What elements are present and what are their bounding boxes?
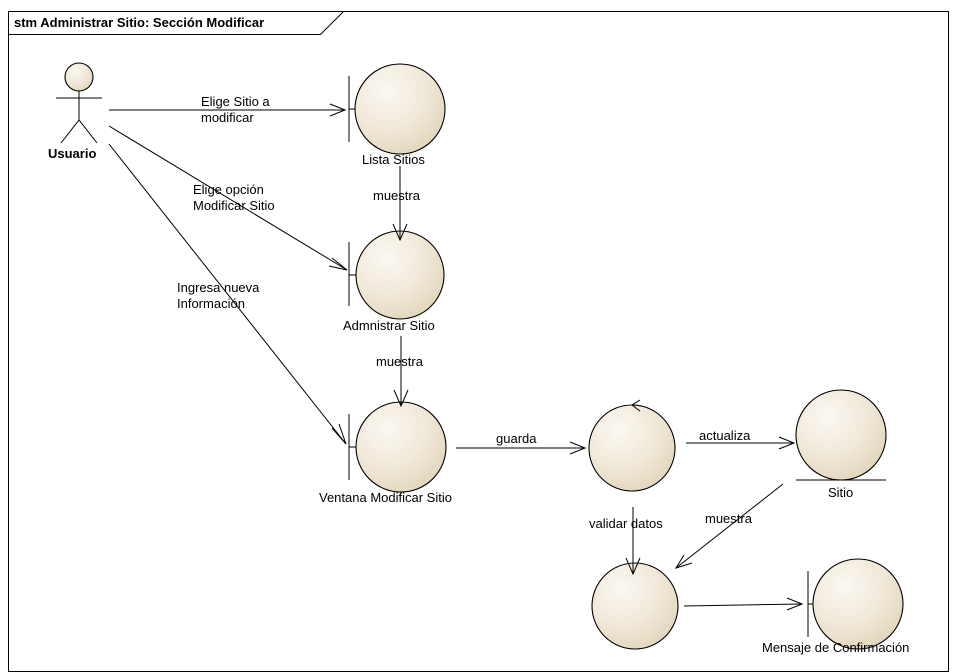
edge-muestra-2-label: muestra [376, 354, 424, 369]
control-guarda[interactable] [588, 399, 676, 492]
edge-validar-datos [625, 507, 641, 576]
actor-right-leg [78, 119, 98, 144]
lista-sitios-label: Lista Sitios [362, 152, 425, 167]
edge-guarda-label: guarda [496, 431, 537, 446]
actor-usuario[interactable] [56, 62, 102, 144]
entity-sitio[interactable] [795, 389, 887, 481]
actor-left-leg [60, 119, 80, 144]
diagram-frame [8, 11, 949, 672]
control-arrow-head [631, 399, 641, 412]
edge-muestra-3 [674, 483, 784, 569]
edge-elige-sitio-label-2: modificar [201, 110, 254, 125]
boundary-mensaje-confirmacion[interactable] [807, 558, 904, 650]
edge-elige-opcion [108, 125, 348, 271]
actor-head [64, 62, 94, 92]
edge-muestra-1 [392, 166, 408, 242]
edge-elige-sitio [109, 103, 347, 117]
boundary-lista-sitios[interactable] [348, 63, 446, 155]
edge-muestra-2 [393, 336, 409, 408]
edge-muestra-3-label: muestra [705, 511, 753, 526]
sitio-label: Sitio [828, 485, 853, 500]
edge-to-mensaje [683, 597, 804, 611]
edge-elige-sitio-label-1: Elige Sitio a [201, 94, 270, 109]
edge-elige-opcion-label-1: Elige opción [193, 182, 264, 197]
edge-elige-opcion-label-2: Modificar Sitio [193, 198, 275, 213]
control-mensaje[interactable] [591, 562, 679, 650]
mensaje-label: Mensaje de Confirmación [762, 640, 909, 655]
edge-actualiza-label: actualiza [699, 428, 751, 443]
administrar-sitio-label: Admnistrar Sitio [343, 318, 435, 333]
actor-name: Usuario [48, 146, 96, 161]
edge-ingresa-informacion [108, 143, 347, 445]
edge-validar-datos-label: validar datos [589, 516, 663, 531]
edge-guarda [456, 441, 587, 455]
edge-actualiza [686, 436, 796, 450]
frame-title: stm Administrar Sitio: Sección Modificar [14, 15, 264, 30]
frame-title-tab [8, 11, 344, 35]
edge-ingresa-label-1: Ingresa nueva [177, 280, 260, 295]
ventana-modificar-label: Ventana Modificar Sitio [319, 490, 452, 505]
edge-ingresa-label-2: Información [177, 296, 245, 311]
edge-muestra-1-label: muestra [373, 188, 421, 203]
